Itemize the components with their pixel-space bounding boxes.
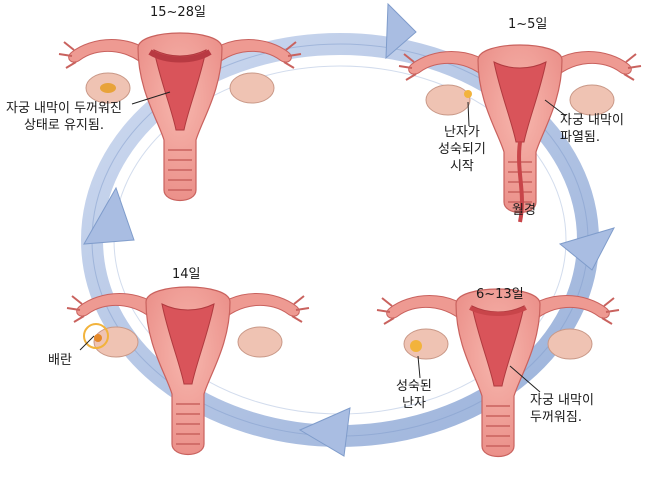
label-lining-maintained: 자궁 내막이 두꺼워진 상태로 유지됨.: [6, 101, 122, 133]
label-lining-thickened: 자궁 내막이 두꺼워짐.: [530, 393, 594, 425]
uterus-stage-day15-28: [58, 32, 302, 202]
mature-ovum-icon: [410, 340, 422, 352]
label-ovulation: 배란: [48, 353, 72, 368]
uterus-stage-day1-5: [398, 44, 642, 223]
label-mature-ovum: 성숙된 난자: [396, 379, 432, 411]
stage-day-label-15-28: 15~28일: [150, 5, 206, 20]
label-lining-ruptured: 자궁 내막이 파열됨.: [560, 113, 624, 145]
leader-lines: [79, 91, 567, 393]
cycle-arrowhead-right: [558, 227, 615, 271]
corpus-luteum-icon: [100, 83, 116, 93]
uterus-stage-day6-13: [376, 288, 620, 458]
ovulation-highlight-icon: [83, 323, 109, 349]
cycle-arrowhead-bottom: [298, 407, 351, 457]
stage-day-label-1-5: 1~5일: [508, 17, 548, 32]
uterus-stage-day14: [66, 286, 310, 456]
label-menstruation: 월경: [512, 203, 536, 218]
cycle-arrowhead-left: [83, 186, 135, 245]
stage-day-label-14: 14일: [172, 267, 201, 282]
ovum-icon: [464, 90, 472, 98]
stage-day-label-6-13: 6~13일: [476, 287, 524, 302]
cycle-arrowhead-top: [385, 2, 417, 60]
released-ovum-icon: [94, 334, 102, 342]
label-ovum-begins-maturing: 난자가 성숙되기 시작: [438, 125, 486, 174]
